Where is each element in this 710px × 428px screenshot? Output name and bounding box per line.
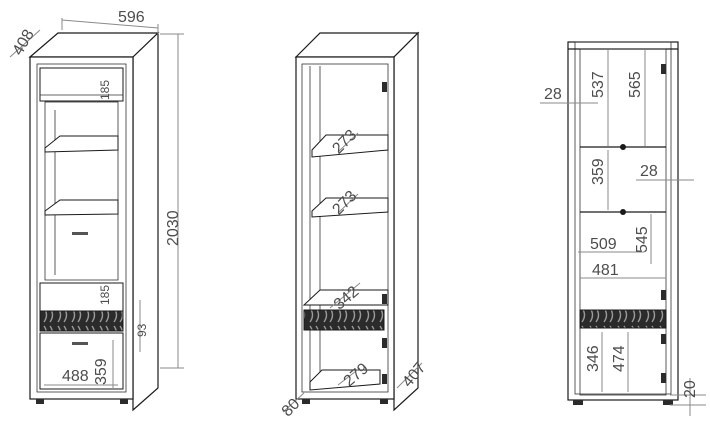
open-grille <box>303 309 385 331</box>
dim-top-outer: 565 <box>627 71 644 98</box>
dim-bottom-left: 346 <box>585 345 602 372</box>
shelf-2 <box>44 199 119 216</box>
dim-top-drawer: 185 <box>98 80 112 100</box>
decorative-grille <box>39 310 124 332</box>
middle-drawer <box>39 282 124 312</box>
cabinet-side <box>132 31 159 412</box>
dim-side-gap: 28 <box>544 86 562 103</box>
open-side <box>393 31 419 412</box>
dim-inner-width: 509 <box>590 236 617 253</box>
dim-mid-gap: 28 <box>640 163 658 180</box>
shelf-1 <box>44 135 119 153</box>
dim-mid-height: 359 <box>590 158 607 185</box>
open-shelf-2 <box>311 197 389 218</box>
dim-lower-width: 488 <box>62 368 89 385</box>
elevation-grille <box>579 309 667 329</box>
top-drawer <box>39 67 124 102</box>
dim-grille: 93 <box>135 323 149 337</box>
dim-top-inner: 537 <box>590 71 607 98</box>
dim-lower-inner-width: 481 <box>592 262 619 279</box>
view-front-elevation: 28 537 565 359 28 509 545 481 346 474 20 <box>540 41 706 416</box>
handle-middle <box>72 232 88 235</box>
open-shelf-1 <box>311 134 389 158</box>
dim-width: 596 <box>118 9 145 26</box>
dim-height: 2030 <box>165 210 182 246</box>
dim-lower-height: 359 <box>93 358 110 385</box>
open-front <box>295 56 395 400</box>
dim-lower-right: 545 <box>634 226 651 253</box>
view-open-3d: 273 273 342 279 80 407 <box>279 31 430 420</box>
open-shelf-3 <box>302 289 389 306</box>
handle-lower <box>72 342 88 345</box>
view-front-3d: 596 408 2030 185 185 93 488 359 <box>9 9 184 412</box>
dim-mid-drawer: 185 <box>98 285 112 305</box>
dim-bottom-right: 474 <box>611 345 628 372</box>
dim-plinth: 20 <box>682 380 699 398</box>
